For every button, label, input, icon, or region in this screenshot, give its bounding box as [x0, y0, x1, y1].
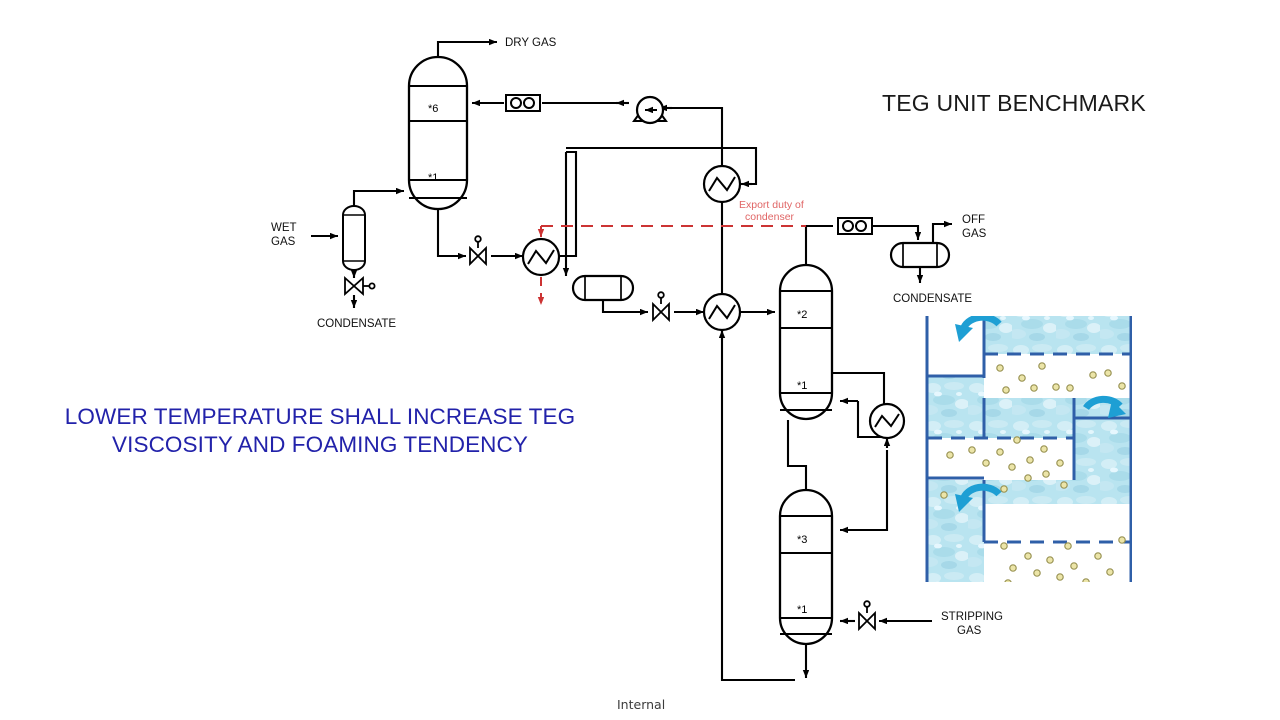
label-wet-gas-line2: GAS	[271, 236, 296, 248]
label-off-gas-line1: OFF	[962, 214, 985, 226]
stripper-tray-label-bottom: *1	[797, 604, 807, 616]
foam-band-3	[984, 480, 1132, 504]
teg-circulation-pump	[632, 95, 668, 125]
rich-teg-valve-body	[469, 245, 487, 267]
valve-group	[344, 235, 876, 632]
export-duty-label: Export duty of condenser	[739, 199, 804, 223]
cooler2-fan-left	[842, 220, 854, 232]
inlet-condensate-valve-handwheel	[368, 282, 376, 290]
pipe-overhead-to-separator	[873, 224, 922, 240]
pipe-scrubber-gas-to-contactor	[352, 187, 404, 207]
label-inlet-condensate: CONDENSATE	[317, 318, 396, 330]
exchanger3-zigzag	[708, 304, 736, 320]
pipe-flash-liquid-out	[601, 299, 648, 316]
label-stripping-gas-line2: GAS	[957, 625, 982, 637]
foam-pool-left-1	[926, 376, 984, 438]
label-overhead-condensate: CONDENSATE	[893, 293, 972, 305]
tray-foaming-illustration	[924, 316, 1132, 582]
export-duty-annotation-lines	[537, 225, 806, 305]
cooler1-fan-left	[510, 97, 522, 109]
inlet-condensate-valve	[344, 275, 376, 297]
flash-liquid-valve-body	[652, 301, 670, 323]
page-title: TEG UNIT BENCHMARK	[882, 90, 1146, 116]
lean-rich-exchanger-3	[702, 292, 742, 332]
pipe-still-bottom-to-reboiler	[832, 371, 886, 404]
pipe-rich-teg-from-contactor	[436, 209, 466, 260]
export-duty-line1: Export duty of	[739, 199, 804, 211]
reboiler-exchanger	[868, 402, 906, 440]
still-shell	[778, 263, 834, 421]
rich-teg-valve	[469, 235, 487, 267]
stripping-column: *3 *1	[778, 488, 834, 646]
cooler1-fan-right	[523, 97, 535, 109]
inlet-condensate-valve-body	[344, 275, 364, 297]
pipe-network	[311, 38, 952, 682]
foam-pool-right-1	[1074, 420, 1132, 480]
pipe-reboiler-loop-low	[856, 401, 887, 439]
flash-drum-shell	[571, 274, 635, 302]
reflux-separator	[889, 241, 951, 269]
contactor-column: *6 *1	[407, 55, 469, 211]
tray-decks-dashed	[928, 352, 1132, 544]
entrained-bubbles	[940, 362, 1126, 582]
label-wet-gas-line1: WET	[271, 222, 297, 234]
still-column: *2 *1	[778, 263, 834, 421]
foam-arrow-heads	[955, 324, 1126, 512]
cooler2-fan-right	[855, 220, 867, 232]
flash-drum	[571, 274, 635, 302]
key-message-text: LOWER TEMPERATURE SHALL INCREASE TEG VIS…	[64, 404, 576, 458]
rich-teg-valve-handwheel	[474, 235, 482, 243]
foam-arrow-2	[1083, 395, 1123, 411]
pipe-reboiler-to-stripper	[840, 450, 889, 534]
contactor-tray-label-bottom: *1	[428, 172, 438, 184]
foam-arrowhead-3	[955, 494, 973, 512]
still-tray-label-bottom: *1	[797, 380, 807, 392]
label-dry-gas: DRY GAS	[505, 37, 557, 49]
lean-rich-exchanger-1	[521, 237, 561, 277]
foam-arrowhead-1	[955, 324, 973, 342]
stripping-gas-valve-handwheel	[863, 600, 871, 608]
stripping-gas-valve	[858, 600, 876, 632]
pipe-still-bottom-to-stripper-top	[786, 420, 808, 490]
pipe-exchanger1-outlet-riser	[559, 150, 578, 258]
pipe-still-overhead	[804, 224, 833, 265]
foam-pool-left-3	[926, 540, 984, 582]
pipe-dry-gas-out	[436, 38, 497, 57]
contactor-shell	[407, 55, 469, 211]
stream-labels: DRY GAS WET GAS CONDENSATE OFF GAS CONDE…	[271, 37, 1003, 637]
label-stripping-gas-line1: STRIPPING	[941, 611, 1003, 623]
pipe-pump-suction	[667, 106, 724, 169]
exchanger2-zigzag	[708, 176, 736, 192]
lean-rich-exchanger-2	[702, 164, 742, 204]
stripping-gas-valve-body	[858, 610, 876, 632]
footer-classification-label: Internal	[617, 697, 666, 712]
flash-liquid-valve	[652, 291, 670, 323]
stripper-tray-label-top: *3	[797, 534, 807, 546]
exchanger1-zigzag	[527, 249, 555, 265]
foam-arrow-1	[959, 316, 1002, 332]
foam-band-1	[984, 316, 1132, 354]
foam-flow-arrows	[959, 316, 1123, 502]
pipe-lean-riser-bottom	[720, 330, 795, 682]
reflux-separator-shell	[889, 241, 951, 269]
foam-arrowhead-2	[1108, 400, 1126, 418]
label-off-gas-line2: GAS	[962, 228, 987, 240]
foam-arrow-3	[959, 483, 1002, 502]
stripper-shell	[778, 488, 834, 646]
inlet-scrubber	[342, 205, 366, 271]
reboiler-zigzag	[874, 413, 900, 428]
contactor-tray-label-top: *6	[428, 103, 438, 115]
export-duty-line2: condenser	[745, 211, 795, 223]
still-tray-label-top: *2	[797, 309, 807, 321]
flash-liquid-valve-handwheel	[657, 291, 665, 299]
dry-gas-cooler	[505, 94, 541, 112]
overhead-cooler	[837, 217, 873, 235]
